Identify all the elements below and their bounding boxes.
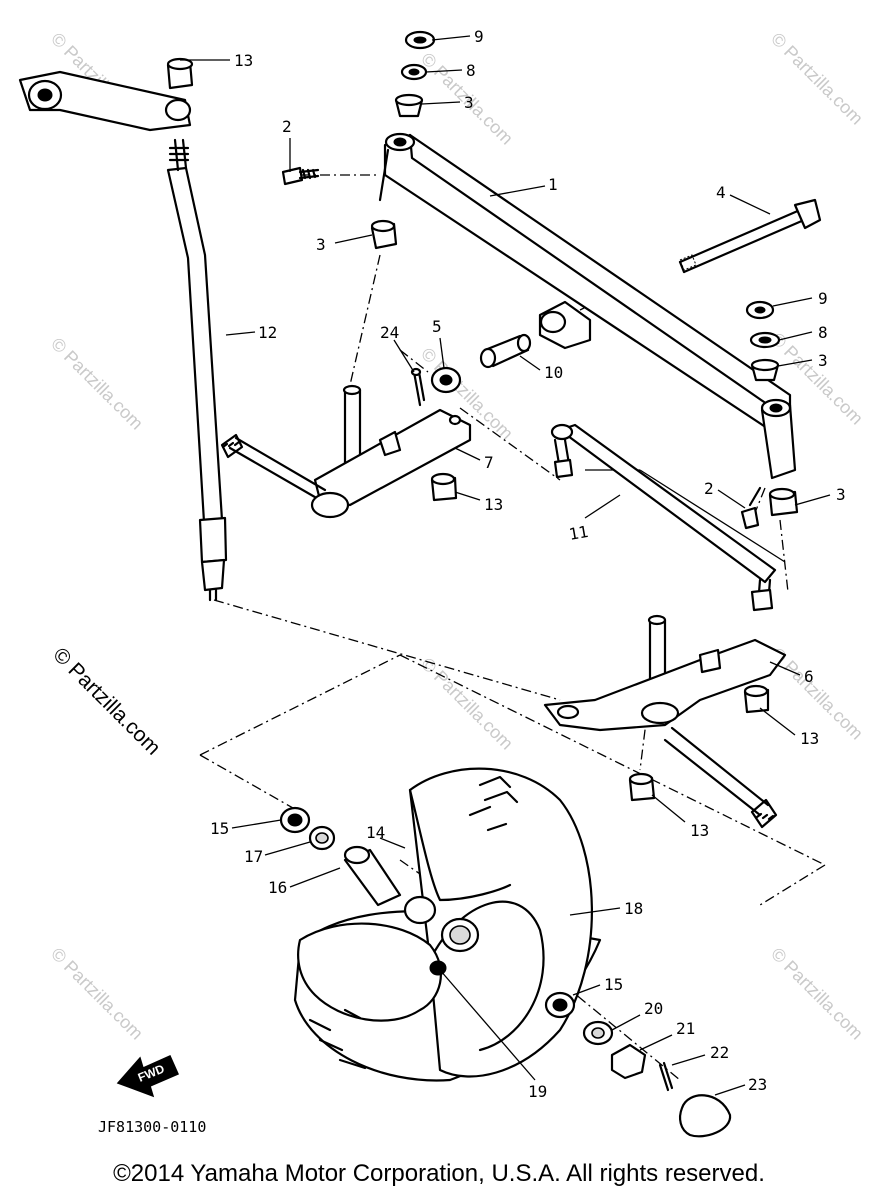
bolt-right xyxy=(740,486,762,530)
callout-12: 12 xyxy=(258,323,277,342)
callout-17: 17 xyxy=(244,847,263,866)
drag-link xyxy=(166,138,228,602)
callout-15: 15 xyxy=(210,819,229,838)
callout-21: 21 xyxy=(676,1019,695,1038)
pitman-arm xyxy=(18,57,194,132)
left-knuckle xyxy=(220,384,472,519)
callout-24: 24 xyxy=(380,323,399,342)
callout-1: 1 xyxy=(548,175,558,194)
leader-lines xyxy=(180,35,831,1096)
callout-5: 5 xyxy=(432,317,442,336)
bushing-right-lower xyxy=(768,487,799,517)
forward-arrow: FWD xyxy=(116,1055,179,1098)
callout-8: 8 xyxy=(466,61,476,80)
callout-20: 20 xyxy=(644,999,663,1018)
callout-3: 3 xyxy=(316,235,326,254)
watermark: © Partzilla.com xyxy=(47,334,147,434)
nut-and-sleeve xyxy=(410,333,532,407)
diagram-code: JF81300-0110 xyxy=(98,1118,206,1136)
callout-23: 23 xyxy=(748,1075,767,1094)
callout-6: 6 xyxy=(804,667,814,686)
callout-2: 2 xyxy=(282,117,292,136)
right-knuckle xyxy=(543,614,787,829)
callout-13: 13 xyxy=(690,821,709,840)
front-wheel xyxy=(293,767,602,1082)
callout-3: 3 xyxy=(818,351,828,370)
watermark-main: © Partzilla.com xyxy=(48,643,164,759)
callout-13: 13 xyxy=(484,495,503,514)
top-collar-stack xyxy=(394,30,436,118)
callout-3: 3 xyxy=(836,485,846,504)
right-collar-stack xyxy=(745,300,781,382)
bolt-top xyxy=(281,166,320,186)
wheel-bearing-parts xyxy=(279,806,732,1138)
tie-rod xyxy=(550,423,777,612)
watermark: © Partzilla.com xyxy=(47,944,147,1044)
callout-2: 2 xyxy=(704,479,714,498)
callout-9: 9 xyxy=(818,289,828,308)
copyright-notice: ©2014 Yamaha Motor Corporation, U.S.A. A… xyxy=(113,1160,765,1187)
callout-3: 3 xyxy=(464,93,474,112)
pivot-bolt xyxy=(678,198,822,274)
watermark: © Partzilla.com xyxy=(767,29,867,129)
callout-22: 22 xyxy=(710,1043,729,1062)
callout-19: 19 xyxy=(528,1082,547,1101)
watermark: © Partzilla.com xyxy=(417,654,517,754)
watermark: © Partzilla.com xyxy=(767,944,867,1044)
front-axle-beam xyxy=(378,132,797,480)
callout-15: 15 xyxy=(604,975,623,994)
callout-9: 9 xyxy=(474,27,484,46)
callout-18: 18 xyxy=(624,899,643,918)
bushing-left xyxy=(370,219,398,250)
callout-4: 4 xyxy=(716,183,726,202)
castle-nuts xyxy=(430,472,770,802)
callout-11: 11 xyxy=(567,522,589,544)
callout-14: 14 xyxy=(366,823,385,842)
callout-13: 13 xyxy=(234,51,253,70)
callout-7: 7 xyxy=(484,453,494,472)
callout-8: 8 xyxy=(818,323,828,342)
callout-13: 13 xyxy=(800,729,819,748)
callout-10: 10 xyxy=(544,363,563,382)
callout-16: 16 xyxy=(268,878,287,897)
callouts: 13 9 8 3 2 1 3 4 9 8 3 12 24 5 10 7 13 1… xyxy=(210,27,846,1101)
